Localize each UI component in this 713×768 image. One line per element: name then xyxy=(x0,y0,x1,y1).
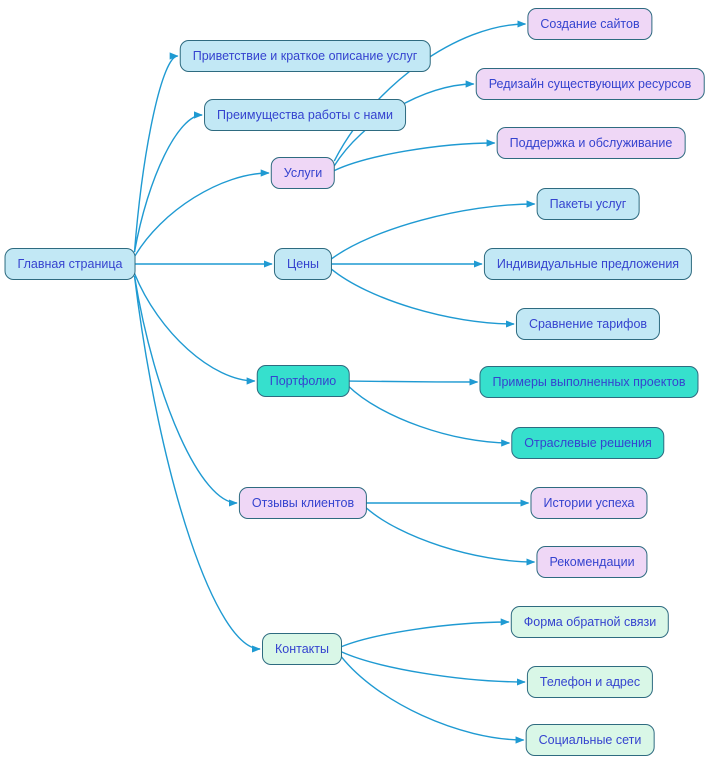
node-label: Цены xyxy=(286,257,320,271)
node-portfolio[interactable]: Портфолио xyxy=(256,365,350,397)
node-label: Создание сайтов xyxy=(540,17,640,31)
edge-portfolio-industry xyxy=(347,385,511,447)
edge-prices-comparison xyxy=(330,268,515,328)
edge-contacts-social xyxy=(340,655,525,744)
node-label: Примеры выполненных проектов xyxy=(492,375,686,389)
node-label: Отзывы клиентов xyxy=(251,496,355,510)
node-label: Портфолио xyxy=(269,374,337,388)
node-individual-offers[interactable]: Индивидуальные предложения xyxy=(483,248,693,280)
edge-root-portfolio xyxy=(133,273,256,385)
node-recommendations[interactable]: Рекомендации xyxy=(536,546,648,578)
node-label: Приветствие и краткое описание услуг xyxy=(192,49,418,63)
node-label: Редизайн существующих ресурсов xyxy=(488,77,692,91)
edge-portfolio-examples xyxy=(348,378,479,386)
node-label: Пакеты услуг xyxy=(549,197,627,211)
node-service-packages[interactable]: Пакеты услуг xyxy=(536,188,640,220)
node-label: Поддержка и обслуживание xyxy=(509,136,673,150)
node-label: Социальные сети xyxy=(538,733,642,747)
edge-reviews-recommendations xyxy=(365,507,536,566)
edge-root-reviews xyxy=(133,275,238,507)
node-label: Форма обратной связи xyxy=(523,615,657,629)
node-phone-address[interactable]: Телефон и адрес xyxy=(526,666,654,698)
node-social-networks[interactable]: Социальные сети xyxy=(525,724,655,756)
node-label: Телефон и адрес xyxy=(539,675,641,689)
node-contacts[interactable]: Контакты xyxy=(262,633,342,665)
edge-contacts-phone xyxy=(340,651,526,686)
edge-services-support xyxy=(333,139,496,172)
node-label: Рекомендации xyxy=(549,555,635,569)
node-label: Сравнение тарифов xyxy=(528,317,648,331)
node-label: Услуги xyxy=(283,166,323,180)
node-redesign[interactable]: Редизайн существующих ресурсов xyxy=(475,68,705,100)
node-tariff-comparison[interactable]: Сравнение тарифов xyxy=(515,308,661,340)
node-label: Истории успеха xyxy=(543,496,635,510)
edge-root-services xyxy=(133,169,270,258)
node-advantages[interactable]: Преимущества работы с нами xyxy=(204,99,406,131)
node-client-reviews[interactable]: Отзывы клиентов xyxy=(238,487,368,519)
edge-contacts-form xyxy=(340,618,510,648)
node-project-examples[interactable]: Примеры выполненных проектов xyxy=(479,366,699,398)
node-label: Отраслевые решения xyxy=(524,436,652,450)
edge-prices-packages xyxy=(330,200,536,260)
edge-root-welcome xyxy=(133,52,179,253)
node-label: Главная страница xyxy=(17,257,123,271)
edge-root-advantages xyxy=(133,111,203,253)
node-feedback-form[interactable]: Форма обратной связи xyxy=(510,606,670,638)
node-success-stories[interactable]: Истории успеха xyxy=(530,487,648,519)
node-site-creation[interactable]: Создание сайтов xyxy=(527,8,653,40)
node-support[interactable]: Поддержка и обслуживание xyxy=(496,127,686,159)
node-label: Индивидуальные предложения xyxy=(496,257,680,271)
node-industry-solutions[interactable]: Отраслевые решения xyxy=(511,427,665,459)
edge-root-contacts xyxy=(133,275,261,653)
node-prices[interactable]: Цены xyxy=(273,248,333,280)
node-services[interactable]: Услуги xyxy=(270,157,336,189)
node-welcome-description[interactable]: Приветствие и краткое описание услуг xyxy=(179,40,431,72)
node-main-page[interactable]: Главная страница xyxy=(4,248,136,280)
node-label: Контакты xyxy=(275,642,329,656)
node-label: Преимущества работы с нами xyxy=(217,108,393,122)
